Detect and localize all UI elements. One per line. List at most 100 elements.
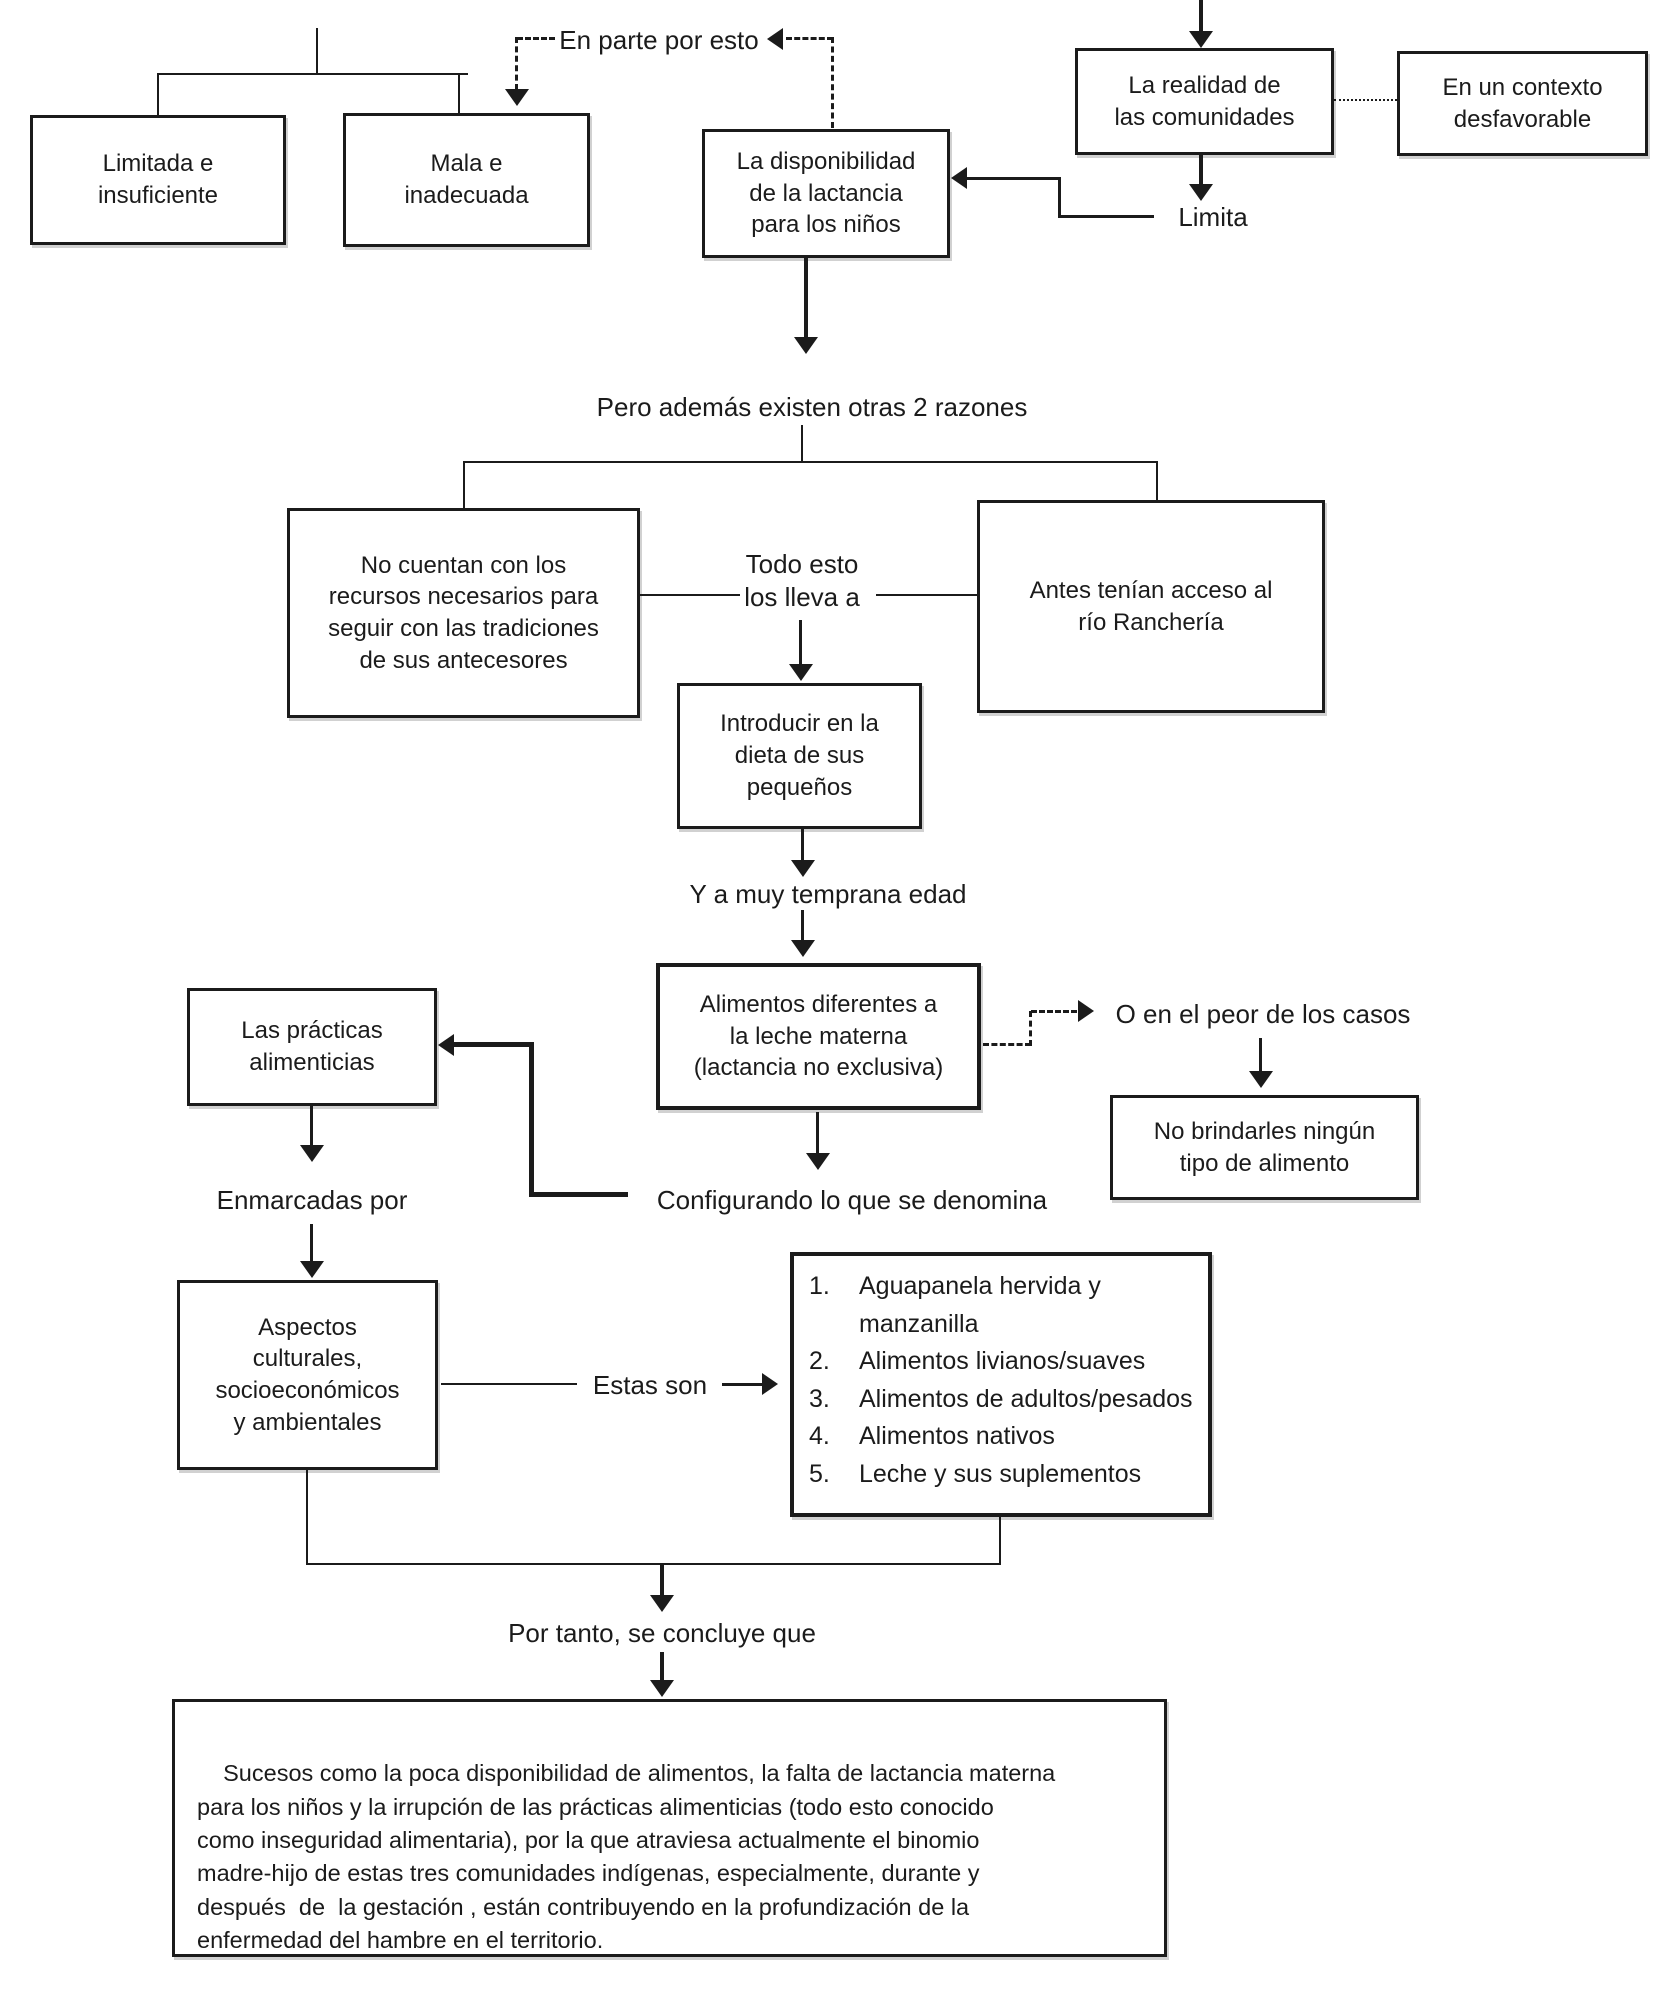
node-disponibilidad-text: La disponibilidad de la lactancia para l… xyxy=(736,147,916,239)
arrowhead-practicas-down xyxy=(300,1145,324,1162)
label-temprana: Y a muy temprana edad xyxy=(689,879,967,909)
node-no-brindarles-text: No brindarles ningún tipo de alimento xyxy=(1153,1117,1376,1177)
label-configurando: Configurando lo que se denomina xyxy=(656,1185,1048,1215)
connector-bracket-drop-right xyxy=(458,73,460,113)
node-realidad-text: La realidad de las comunidades xyxy=(1114,71,1295,131)
list-item: 1. Aguapanela hervida y manzanilla xyxy=(809,1268,1202,1343)
arrowhead-disponibilidad-down xyxy=(794,337,818,354)
arrowhead-temprana-down xyxy=(791,940,815,957)
label-enmarcadas: Enmarcadas por xyxy=(216,1185,408,1215)
node-contexto: En un contexto desfavorable xyxy=(1397,51,1648,156)
node-mala: Mala e inadecuada xyxy=(343,113,590,247)
node-rancheria: Antes tenían acceso al río Ranchería xyxy=(977,500,1325,713)
dashed-line-from-disponibilidad xyxy=(831,37,834,128)
arrow-shaft-into-realidad xyxy=(1199,0,1203,34)
list-item: 5. Leche y sus suplementos xyxy=(809,1456,1202,1494)
connector-limita-vertical xyxy=(1058,177,1061,218)
arrowhead-into-peor xyxy=(1078,1000,1094,1022)
arrowhead-lleva-down xyxy=(789,664,813,681)
label-por-tanto: Por tanto, se concluye que xyxy=(508,1618,816,1648)
arrow-shaft-alimentos-down xyxy=(816,1112,819,1154)
list-item-number: 5. xyxy=(809,1459,830,1488)
connector-aspectos-estas xyxy=(441,1383,577,1385)
list-item-text: Leche y sus suplementos xyxy=(859,1459,1142,1488)
connector-top-bracket xyxy=(157,73,468,75)
arrow-shaft-realidad-down xyxy=(1199,155,1203,187)
label-todo-esto: Todo esto los lleva a xyxy=(744,549,860,612)
arrowhead-introducir-down xyxy=(791,860,815,877)
node-alimentos-text: Alimentos diferentes a la leche materna … xyxy=(693,990,944,1082)
node-disponibilidad: La disponibilidad de la lactancia para l… xyxy=(702,129,950,258)
connector-thick-riser xyxy=(529,1042,534,1197)
connector-todo-rancheria xyxy=(876,594,977,596)
node-contexto-text: En un contexto desfavorable xyxy=(1442,73,1603,133)
arrow-shaft-peor-down xyxy=(1259,1038,1262,1072)
list-item: 3. Alimentos de adultos/pesados xyxy=(809,1381,1202,1419)
dashed-alimentos-up xyxy=(1029,1011,1032,1046)
list-item: 2. Alimentos livianos/suaves xyxy=(809,1343,1202,1381)
arrow-shaft-lleva-down xyxy=(799,620,802,666)
dashed-alimentos-to-peor xyxy=(1031,1010,1077,1013)
node-mala-text: Mala e inadecuada xyxy=(404,150,529,209)
arrow-shaft-introducir-down xyxy=(801,829,804,861)
arrowhead-into-mala xyxy=(505,89,529,106)
label-peor: O en el peor de los casos xyxy=(1115,999,1411,1029)
connector-pero-stub xyxy=(801,425,803,463)
node-aspectos: Aspectos culturales, socioeconómicos y a… xyxy=(177,1280,438,1470)
dashed-line-top-right xyxy=(786,37,833,40)
arrow-shaft-estas-list xyxy=(722,1383,764,1386)
node-aspectos-text: Aspectos culturales, socioeconómicos y a… xyxy=(215,1313,400,1436)
label-pero-ademas: Pero además existen otras 2 razones xyxy=(596,392,1028,422)
connector-list-drop xyxy=(999,1517,1001,1565)
arrowhead-realidad-down xyxy=(1189,184,1213,201)
connector-aspectos-drop xyxy=(306,1470,308,1565)
arrowhead-into-conclusion xyxy=(650,1680,674,1697)
list-item-number: 3. xyxy=(809,1384,830,1413)
node-alimentos: Alimentos diferentes a la leche materna … xyxy=(656,963,981,1110)
label-en-parte: En parte por esto xyxy=(559,25,759,55)
arrowhead-alimentos-down xyxy=(806,1153,830,1170)
list-item-number: 4. xyxy=(809,1422,830,1450)
node-recursos-text: No cuentan con los recursos necesarios p… xyxy=(328,551,599,674)
label-estas-son: Estas son xyxy=(592,1370,708,1400)
list-item-text: Alimentos nativos xyxy=(859,1422,1055,1450)
dashed-line-top-left xyxy=(517,37,555,40)
connector-thick-configurando xyxy=(529,1192,628,1197)
node-food-list: 1. Aguapanela hervida y manzanilla 2. Al… xyxy=(790,1252,1212,1517)
dotted-connector-realidad-contexto xyxy=(1334,99,1397,101)
arrow-shaft-disponibilidad-down xyxy=(804,258,808,340)
arrow-shaft-temprana-down xyxy=(801,910,804,941)
node-rancheria-text: Antes tenían acceso al río Ranchería xyxy=(1029,576,1273,636)
arrowhead-into-realidad xyxy=(1189,31,1213,48)
arrowhead-en-parte xyxy=(767,28,783,50)
arrow-shaft-portanto-down xyxy=(660,1652,664,1681)
node-introducir: Introducir en la dieta de sus pequeños xyxy=(677,683,922,829)
node-limitada-text: Limitada e insuficiente xyxy=(97,150,219,209)
node-limitada: Limitada e insuficiente xyxy=(30,115,286,245)
connector-recursos-todo xyxy=(640,594,740,596)
connector-top-stub xyxy=(316,28,318,73)
node-conclusion: Sucesos como la poca disponibilidad de a… xyxy=(172,1699,1167,1957)
arrow-shaft-enmarcadas-down xyxy=(310,1224,313,1262)
connector-reason-drop-left xyxy=(463,461,465,508)
connector-bracket-drop-left xyxy=(157,73,159,115)
connector-reason-drop-right xyxy=(1156,461,1158,500)
connector-two-reasons-bar xyxy=(463,461,1158,463)
connector-limita-horizontal xyxy=(1058,215,1154,218)
arrowhead-into-practicas xyxy=(438,1034,454,1056)
label-limita: Limita xyxy=(1178,202,1248,232)
list-item-text: Aguapanela hervida y manzanilla xyxy=(859,1272,1101,1338)
list-item-text: Alimentos livianos/suaves xyxy=(859,1347,1146,1375)
arrowhead-enmarcadas-down xyxy=(300,1261,324,1278)
list-item-text: Alimentos de adultos/pesados xyxy=(859,1384,1193,1413)
list-item: 4. Alimentos nativos xyxy=(809,1418,1202,1456)
arrowhead-into-disponibilidad xyxy=(951,167,967,189)
node-realidad: La realidad de las comunidades xyxy=(1075,48,1334,155)
node-no-brindarles: No brindarles ningún tipo de alimento xyxy=(1110,1095,1419,1200)
arrow-shaft-practicas-down xyxy=(310,1106,313,1146)
arrowhead-into-list xyxy=(762,1373,778,1395)
connector-thick-into-practicas xyxy=(448,1042,531,1047)
connector-limita-to-box xyxy=(966,177,1058,180)
dashed-alimentos-right xyxy=(983,1043,1031,1046)
